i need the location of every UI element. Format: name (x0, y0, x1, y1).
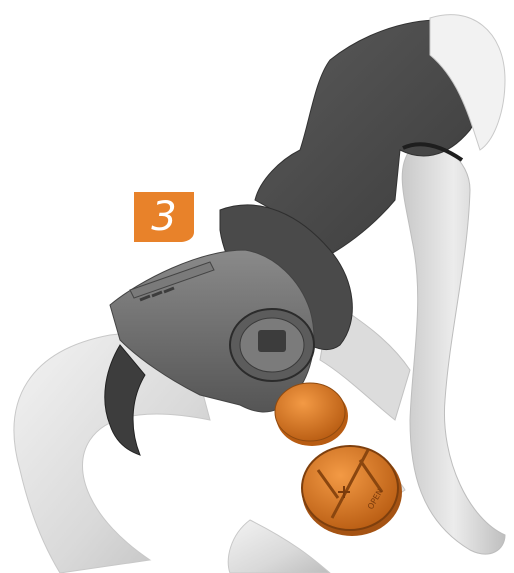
coin-battery (275, 383, 348, 446)
step-number: 3 (134, 192, 194, 242)
battery-compartment (230, 309, 314, 381)
battery-cover: OPEN (302, 446, 402, 536)
